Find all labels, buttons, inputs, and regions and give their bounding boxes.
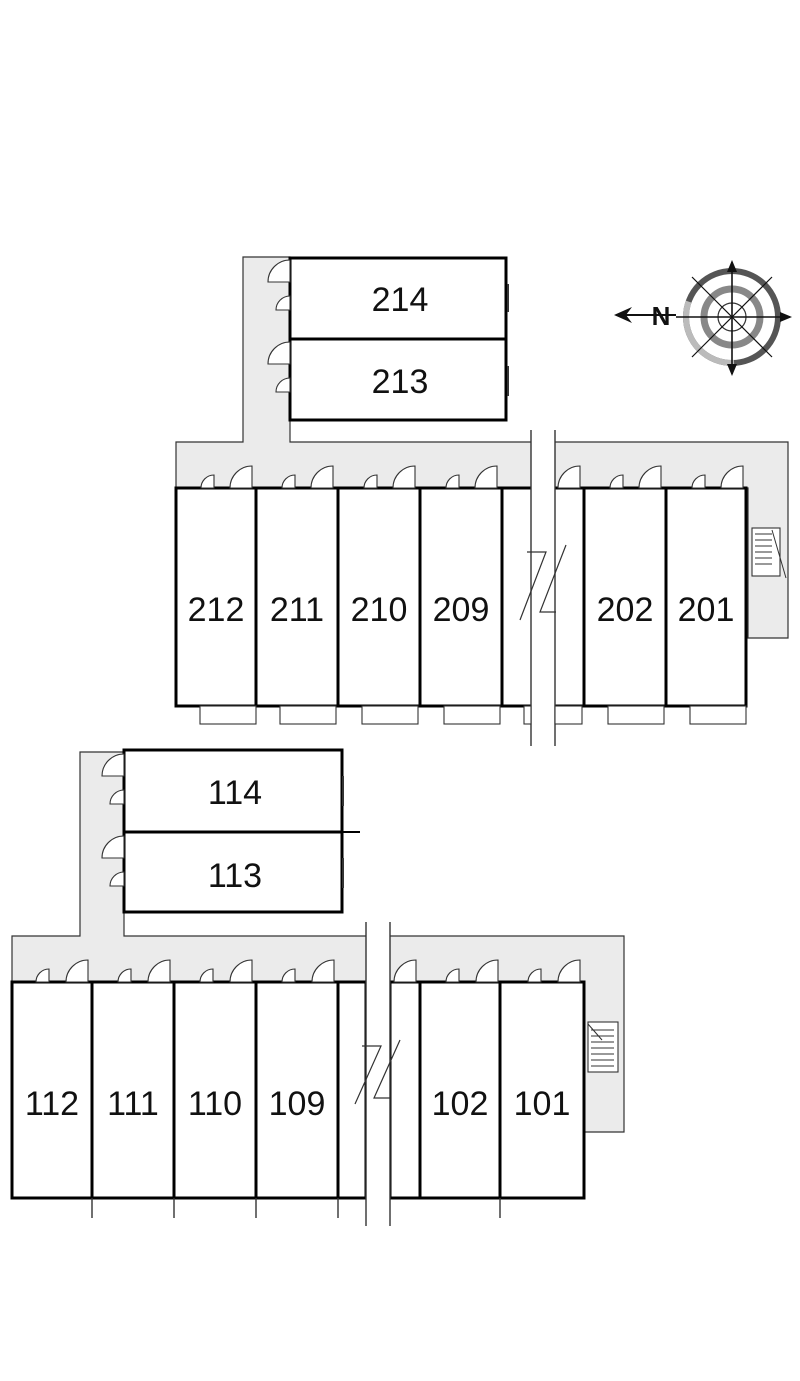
unit-209: 209 [418,486,504,708]
unit-label: 102 [432,1085,489,1123]
unit-label: 210 [351,591,408,629]
unit-211: 211 [254,486,340,708]
unit-label: 214 [372,281,429,319]
unit-201: 201 [664,486,748,708]
unit-label: 212 [188,591,245,629]
floor-2-plan: 214 213 212 211 210 20 [174,256,789,746]
floor-2-unit-doors [200,465,744,489]
unit-label: 109 [269,1085,326,1123]
north-label: N [652,301,671,331]
unit-label: 213 [372,363,429,401]
floor-1-bottom-ticks [91,1198,501,1218]
floor-1-stairs [587,1021,619,1073]
unit-213: 213 [288,337,508,422]
unit-212: 212 [174,486,258,708]
unit-partial [500,486,534,708]
unit-113: 113 [122,830,344,914]
unit-210: 210 [336,486,422,708]
unit-label: 111 [107,1085,159,1123]
unit-partial [552,486,586,708]
compass-rose-icon: N [614,260,792,376]
unit-214: 214 [288,256,508,341]
floor-1-unit-doors [35,959,581,983]
floor-1-break-symbol [354,922,401,1226]
unit-111: 111 [90,980,176,1200]
unit-label: 201 [678,591,735,629]
unit-label: 110 [188,1085,242,1123]
unit-partial [388,980,422,1200]
unit-101: 101 [498,980,586,1200]
unit-label: 114 [208,774,262,812]
floor-2-annex-doors [267,259,509,396]
floor-1-plan: 114 113 112 111 110 10 [10,748,625,1226]
unit-label: 209 [433,591,490,629]
unit-label: 112 [25,1085,79,1123]
floor-1-annex-doors [101,753,344,888]
unit-label: 101 [514,1085,571,1123]
unit-label: 202 [597,591,654,629]
unit-202: 202 [582,486,668,708]
unit-110: 110 [172,980,258,1200]
unit-109: 109 [254,980,340,1200]
unit-102: 102 [418,980,502,1200]
floor-2-stairs [751,527,787,579]
unit-114: 114 [122,748,344,834]
floor-2-balconies [199,705,747,725]
unit-112: 112 [10,980,94,1200]
floor-2-break-symbol [519,430,567,746]
unit-label: 211 [270,591,324,629]
unit-label: 113 [208,857,262,895]
